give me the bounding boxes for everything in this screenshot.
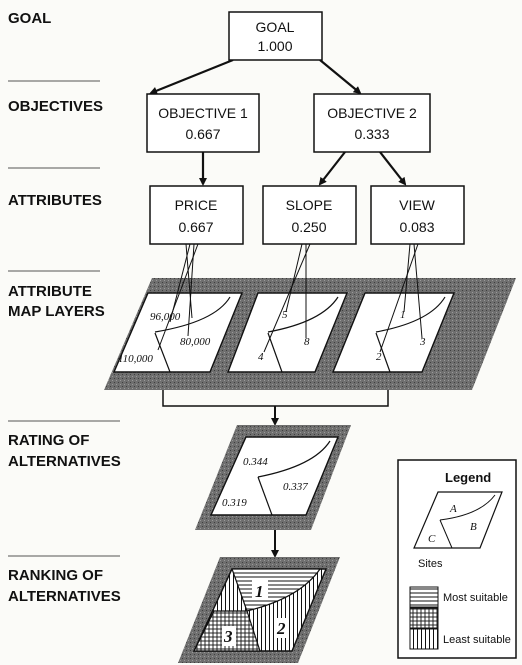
rating-map-layer: 0.344 0.337 0.319 (195, 425, 351, 530)
level-goal: GOAL (8, 10, 51, 27)
slope-map-value-a: 5 (282, 309, 288, 321)
objective-2-label: OBJECTIVE 2 (327, 105, 417, 121)
rank-1: 1 (255, 582, 264, 601)
objective-1-value: 0.667 (185, 126, 220, 142)
slope-value: 0.250 (291, 219, 326, 235)
view-value: 0.083 (399, 219, 434, 235)
attribute-to-map-lines (157, 243, 423, 353)
level-map-layers: MAP LAYERS (8, 303, 105, 320)
goal-node: GOAL 1.000 (228, 11, 323, 61)
slope-map: 5 8 4 (226, 292, 349, 373)
view-map-value-c: 2 (376, 351, 382, 363)
attribute-view-node: VIEW 0.083 (370, 185, 465, 245)
level-ranking-alternatives: ALTERNATIVES (8, 588, 121, 605)
layers-to-rating-connector (162, 390, 389, 426)
legend: Legend A B C Sites Most suitable Least s… (397, 459, 517, 659)
legend-most-suitable: Most suitable (443, 592, 508, 604)
objective-1-node: OBJECTIVE 1 0.667 (146, 93, 260, 153)
legend-site-b: B (470, 521, 477, 533)
price-value: 0.667 (178, 219, 213, 235)
attribute-map-layers: 96,000 80,000 110,000 5 8 4 1 3 2 (104, 278, 516, 390)
ranking-map-layer: 1 2 3 (178, 557, 340, 663)
objective-1-label: OBJECTIVE 1 (158, 105, 248, 121)
slope-label: SLOPE (286, 197, 333, 213)
attribute-price-node: PRICE 0.667 (149, 185, 244, 245)
rating-value-a: 0.344 (243, 456, 268, 468)
price-map-value-b: 80,000 (180, 336, 211, 348)
objective-2-node: OBJECTIVE 2 0.333 (313, 93, 431, 153)
price-map-value-a: 96,000 (150, 311, 181, 323)
price-map-value-c: 110,000 (118, 353, 153, 365)
objective-2-value: 0.333 (354, 126, 389, 142)
hierarchy-connectors (149, 58, 407, 186)
view-map: 1 3 2 (331, 292, 456, 373)
slope-map-value-c: 4 (258, 351, 264, 363)
legend-site-a: A (449, 503, 457, 515)
goal-label: GOAL (256, 19, 295, 35)
level-rating-of: RATING OF (8, 432, 89, 449)
view-map-value-b: 3 (419, 336, 426, 348)
legend-sites-label: Sites (418, 558, 443, 570)
level-rating-alternatives: ALTERNATIVES (8, 453, 121, 470)
price-label: PRICE (175, 197, 218, 213)
goal-value: 1.000 (257, 38, 292, 54)
rank-2: 2 (276, 619, 286, 638)
legend-site-c: C (428, 533, 436, 545)
rating-value-b: 0.337 (283, 481, 308, 493)
price-map: 96,000 80,000 110,000 (112, 292, 244, 373)
level-attribute: ATTRIBUTE (8, 283, 92, 300)
view-label: VIEW (399, 197, 436, 213)
legend-title: Legend (445, 470, 491, 485)
level-labels: GOAL OBJECTIVES ATTRIBUTES ATTRIBUTE MAP… (8, 10, 121, 605)
view-map-value-a: 1 (400, 309, 406, 321)
rank-3: 3 (223, 627, 233, 646)
level-attributes: ATTRIBUTES (8, 192, 102, 209)
legend-least-suitable: Least suitable (443, 634, 511, 646)
level-objectives: OBJECTIVES (8, 98, 103, 115)
attribute-slope-node: SLOPE 0.250 (262, 185, 357, 245)
slope-map-value-b: 8 (304, 336, 310, 348)
rating-value-c: 0.319 (222, 497, 247, 509)
level-ranking-of: RANKING OF (8, 567, 103, 584)
